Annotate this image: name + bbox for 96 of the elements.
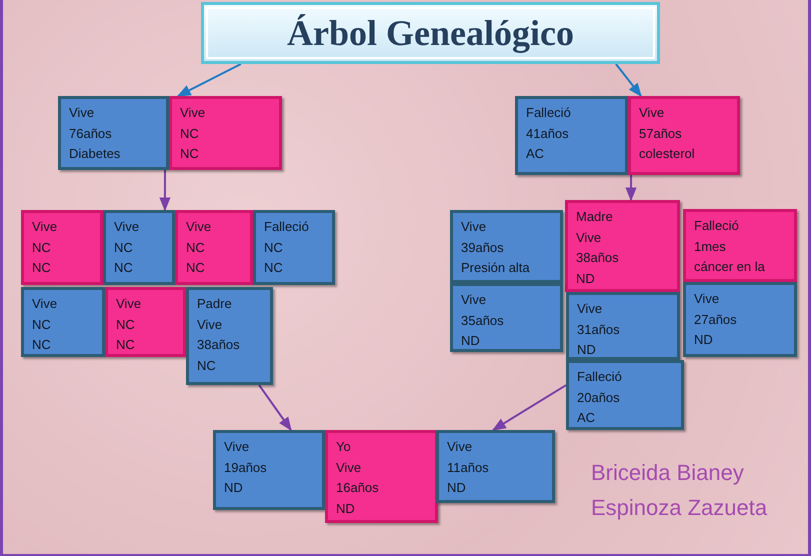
person-detail: ND bbox=[336, 500, 356, 518]
person-box bbox=[186, 287, 273, 385]
person-detail: 19años bbox=[224, 458, 268, 476]
person-detail: 76años bbox=[69, 124, 113, 142]
person-detail: Vive bbox=[197, 316, 224, 334]
person-box bbox=[21, 210, 103, 285]
person-detail: NC bbox=[264, 259, 284, 277]
arrow bbox=[159, 170, 171, 212]
person-detail: Vive bbox=[180, 104, 206, 122]
person-detail: 38años bbox=[576, 249, 620, 267]
person-detail: colesterol bbox=[639, 145, 696, 163]
person-box bbox=[450, 210, 563, 283]
person-detail: Diabetes bbox=[69, 145, 122, 163]
person-detail: Vive bbox=[32, 295, 58, 313]
person-detail: Presión alta bbox=[461, 259, 531, 277]
person-detail: ND bbox=[447, 479, 467, 497]
person-box bbox=[683, 282, 797, 357]
person-detail: 1mes bbox=[694, 238, 727, 256]
arrow bbox=[258, 384, 292, 432]
person-box bbox=[566, 360, 684, 430]
person-box bbox=[566, 292, 680, 360]
person-detail: Vive bbox=[32, 218, 58, 236]
person-detail: Falleció bbox=[264, 218, 310, 236]
person-detail: NC bbox=[186, 238, 206, 256]
title-banner bbox=[201, 2, 660, 64]
person-detail: NC bbox=[116, 316, 136, 334]
person-box bbox=[175, 210, 253, 285]
person-box bbox=[628, 96, 740, 175]
person-detail: ND bbox=[224, 479, 244, 497]
arrow bbox=[492, 384, 567, 431]
person-detail: 20años bbox=[577, 388, 621, 406]
person-detail: Falleció bbox=[526, 104, 572, 122]
person-detail: Vive bbox=[114, 218, 140, 236]
person-detail: NC bbox=[114, 238, 134, 256]
person-detail: Falleció bbox=[577, 368, 623, 386]
person-detail: NC bbox=[264, 238, 284, 256]
person-detail: NC bbox=[180, 124, 200, 142]
person-detail: ND bbox=[461, 332, 481, 350]
person-box bbox=[325, 430, 438, 523]
person-box bbox=[565, 200, 680, 292]
person-detail: AC bbox=[577, 409, 596, 427]
person-detail: Vive bbox=[576, 228, 602, 246]
person-detail: Vive bbox=[461, 291, 488, 309]
person-detail: 57años bbox=[639, 124, 683, 142]
person-detail: Vive bbox=[224, 438, 250, 456]
person-detail: NC bbox=[32, 259, 52, 277]
person-detail: Vive bbox=[639, 104, 666, 122]
title-text: Árbol Genealógico bbox=[287, 12, 574, 54]
person-box bbox=[105, 287, 186, 357]
person-detail: cáncer en la bbox=[694, 258, 766, 276]
person-detail: Vive bbox=[461, 218, 488, 236]
person-box bbox=[213, 430, 325, 510]
person-detail: 35años bbox=[461, 312, 505, 330]
person-detail: NC bbox=[114, 259, 134, 277]
person-detail: NC bbox=[180, 145, 200, 163]
person-box bbox=[169, 96, 282, 170]
person-detail: NC bbox=[32, 316, 52, 334]
person-detail: Vive bbox=[694, 290, 720, 308]
person-detail: Madre bbox=[576, 208, 614, 226]
person-box bbox=[253, 210, 335, 285]
person-detail: Falleció bbox=[694, 217, 740, 235]
person-detail: 16años bbox=[336, 479, 380, 497]
person-box bbox=[683, 209, 797, 282]
person-detail: 39años bbox=[461, 238, 505, 256]
person-detail: Vive bbox=[116, 295, 142, 313]
person-detail: 41años bbox=[526, 124, 570, 142]
person-box bbox=[436, 430, 555, 503]
person-detail: AC bbox=[526, 145, 546, 163]
person-box bbox=[58, 96, 169, 170]
person-detail: NC bbox=[32, 238, 52, 256]
person-detail: ND bbox=[576, 270, 596, 288]
person-box bbox=[103, 210, 175, 285]
person-detail: ND bbox=[694, 331, 714, 349]
person-detail: Vive bbox=[577, 300, 604, 318]
person-detail: Padre bbox=[197, 295, 233, 313]
person-detail: NC bbox=[186, 259, 206, 277]
person-detail: 38años bbox=[197, 336, 241, 354]
person-detail: 31años bbox=[577, 320, 621, 338]
person-detail: Vive bbox=[447, 438, 474, 456]
person-detail: NC bbox=[197, 356, 217, 374]
arrow bbox=[625, 175, 637, 202]
person-box bbox=[21, 287, 105, 357]
arrow bbox=[176, 63, 242, 97]
person-detail: Vive bbox=[186, 218, 212, 236]
author-name: Briceida Bianey Espinoza Zazueta bbox=[591, 459, 768, 522]
person-detail: Vive bbox=[69, 104, 96, 122]
person-detail: NC bbox=[32, 336, 52, 354]
person-box bbox=[515, 96, 628, 175]
person-detail: 27años bbox=[694, 310, 738, 328]
person-detail: NC bbox=[116, 336, 136, 354]
person-detail: 11años bbox=[447, 458, 490, 476]
person-box bbox=[450, 283, 563, 352]
person-detail: Vive bbox=[336, 458, 362, 476]
arrow bbox=[615, 63, 642, 98]
person-detail: ND bbox=[577, 341, 597, 359]
person-detail: Yo bbox=[336, 438, 352, 456]
